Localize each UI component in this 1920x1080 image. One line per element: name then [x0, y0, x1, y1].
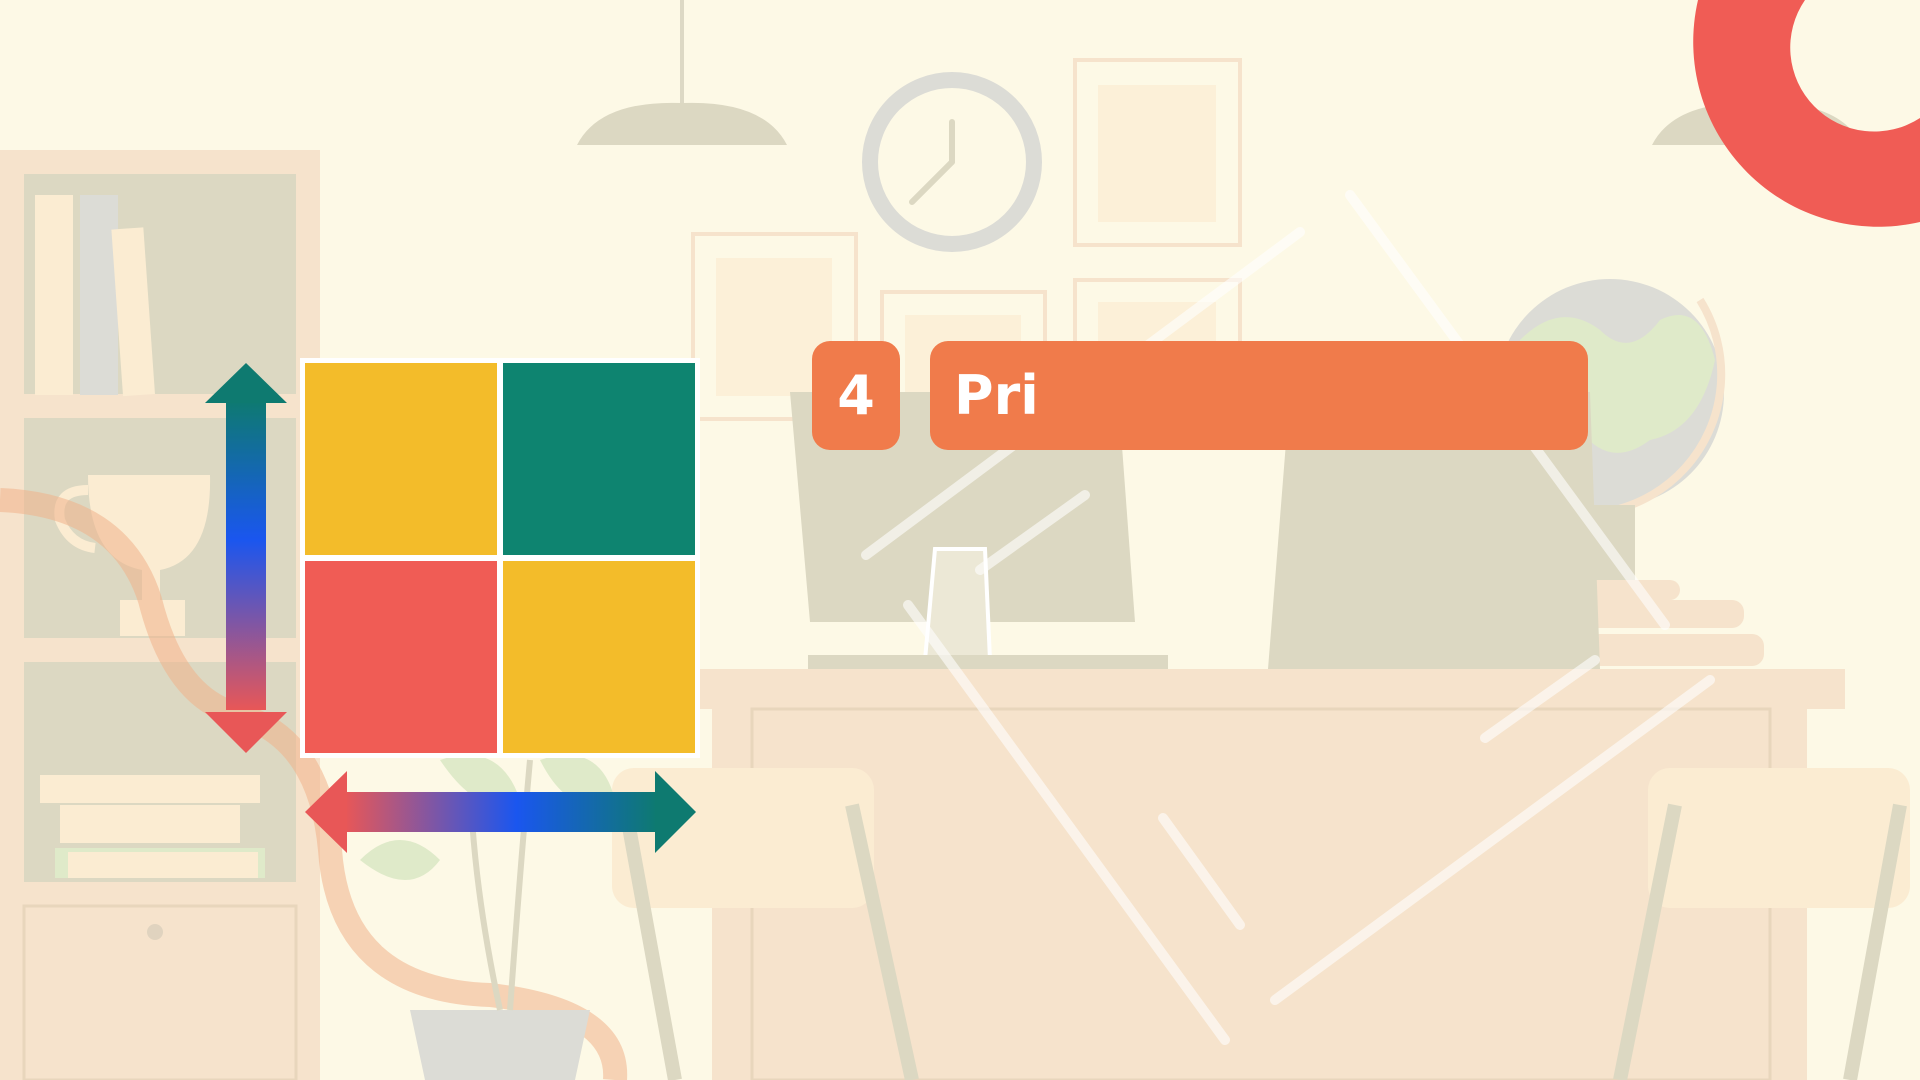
matrix-quadrant-top-right: [503, 363, 695, 555]
desk: [700, 669, 1845, 1080]
matrix-quadrant-bottom-right: [503, 561, 695, 753]
plant-icon: [360, 755, 615, 1080]
pendant-lamp-icon: [577, 0, 787, 145]
clock-icon: [862, 72, 1042, 252]
vertical-double-arrow-icon: [205, 363, 287, 753]
step-number-badge: 4: [812, 341, 900, 450]
computer-monitor-icon: [1268, 392, 1600, 669]
chair: [1613, 768, 1910, 1080]
horizontal-double-arrow-icon: [305, 771, 696, 853]
priority-matrix: [300, 358, 700, 758]
matrix-quadrant-top-left: [305, 363, 497, 555]
matrix-quadrant-bottom-left: [305, 561, 497, 753]
step-title-banner: Pri: [930, 341, 1588, 450]
ring-decoration: [1693, 0, 1920, 227]
